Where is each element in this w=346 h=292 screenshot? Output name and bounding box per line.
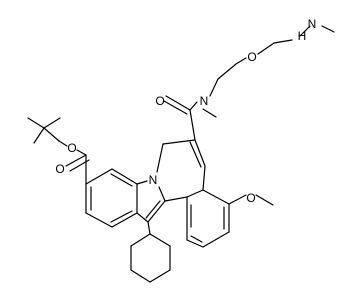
bond bbox=[58, 140, 68, 147]
bond bbox=[189, 109, 196, 141]
bond bbox=[217, 63, 237, 80]
bond bbox=[65, 154, 87, 167]
amide-group bbox=[163, 95, 217, 141]
bond bbox=[273, 39, 293, 44]
amide-nitrogen-label: N bbox=[200, 94, 209, 108]
amine-hydrogen-label: H bbox=[298, 29, 307, 43]
indole-nitrogen-label: N bbox=[149, 173, 158, 187]
bond bbox=[228, 194, 247, 205]
bond bbox=[110, 210, 133, 223]
bond bbox=[158, 186, 166, 202]
bond bbox=[321, 25, 335, 33]
bond bbox=[85, 168, 113, 185]
bond bbox=[136, 212, 149, 223]
bond bbox=[190, 235, 203, 243]
bond bbox=[147, 200, 166, 223]
bond bbox=[147, 221, 151, 235]
bond bbox=[110, 173, 133, 187]
bond bbox=[163, 100, 188, 115]
bond bbox=[235, 57, 247, 65]
bond bbox=[189, 101, 198, 111]
bond bbox=[136, 180, 148, 185]
bond bbox=[164, 196, 188, 202]
bond bbox=[145, 200, 161, 219]
bond bbox=[111, 212, 138, 228]
bond bbox=[33, 127, 45, 144]
methoxyphenyl-ring bbox=[186, 189, 230, 248]
pyrrole-ring bbox=[136, 180, 166, 223]
amine-nitrogen-label: N bbox=[308, 17, 317, 31]
bond bbox=[43, 127, 60, 142]
ether-oxygen-label: O bbox=[247, 50, 256, 64]
bond bbox=[299, 25, 311, 37]
bond bbox=[27, 117, 45, 129]
bond bbox=[194, 139, 206, 167]
carbonyl-oxygen-label: O bbox=[55, 162, 64, 176]
bond bbox=[202, 165, 206, 191]
ester-group bbox=[58, 140, 90, 185]
bond bbox=[76, 149, 87, 156]
bond bbox=[209, 78, 219, 97]
methoxy-group bbox=[228, 194, 274, 206]
bond bbox=[111, 168, 138, 185]
bond bbox=[202, 108, 217, 118]
bond bbox=[69, 159, 90, 172]
bond bbox=[202, 231, 230, 248]
bond bbox=[130, 269, 151, 283]
tert-butyl-group bbox=[27, 117, 61, 144]
bond bbox=[255, 194, 274, 206]
cyclohexyl-group bbox=[130, 221, 171, 283]
bond bbox=[156, 143, 164, 173]
bond bbox=[257, 42, 275, 55]
azepine-ring bbox=[156, 139, 206, 202]
bond bbox=[189, 141, 202, 168]
bond bbox=[186, 239, 204, 248]
bond bbox=[165, 95, 191, 111]
bond bbox=[162, 139, 196, 145]
ester-oxygen-label: O bbox=[67, 141, 76, 155]
bond bbox=[130, 233, 151, 247]
amide-oxygen-label: O bbox=[155, 94, 164, 108]
bond bbox=[149, 269, 171, 283]
side-chain bbox=[209, 25, 335, 97]
bond bbox=[85, 212, 113, 228]
bond bbox=[43, 117, 61, 129]
bond bbox=[149, 233, 171, 247]
bond bbox=[186, 189, 204, 198]
benzo-ring bbox=[85, 168, 138, 228]
methoxy-oxygen-label: O bbox=[246, 191, 255, 205]
bond bbox=[202, 189, 230, 205]
